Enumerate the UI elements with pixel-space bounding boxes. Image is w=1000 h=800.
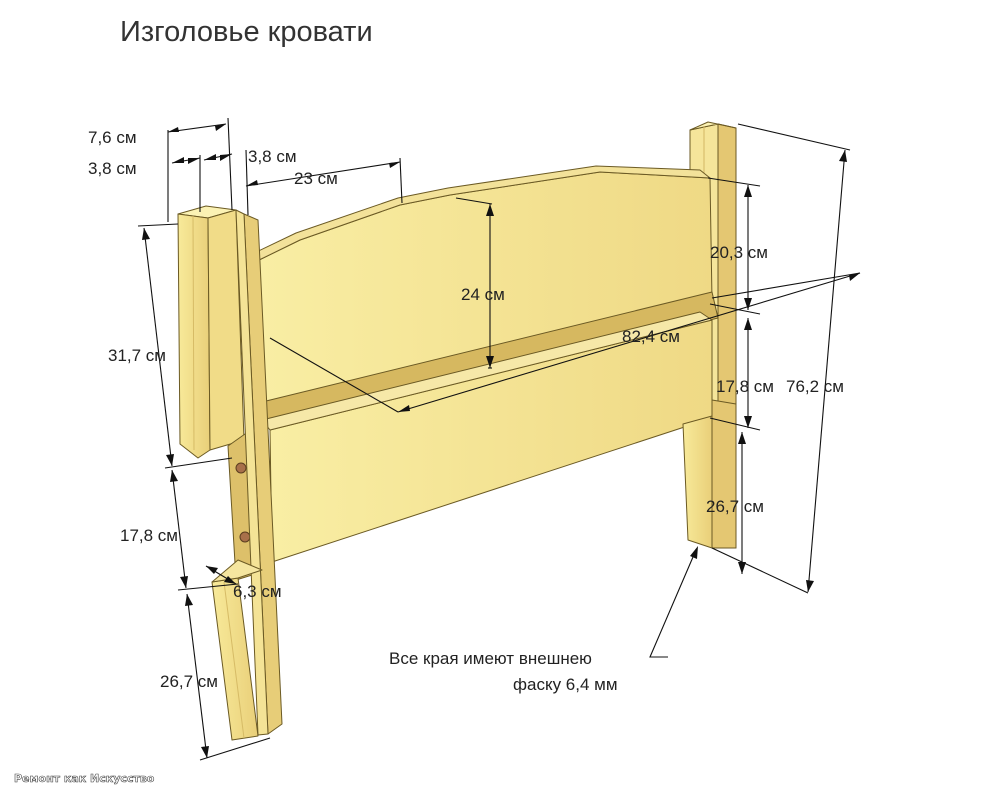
page-title: Изголовье кровати (120, 16, 373, 48)
left-post (177, 205, 283, 741)
dim-crown-rise: 20,3 см (710, 243, 768, 262)
dim-total-height: 76,2 см (786, 377, 844, 396)
right-leg (682, 399, 737, 549)
dim-panel-width: 82,4 см (622, 327, 680, 346)
dim-leg-left: 26,7 см (160, 672, 218, 691)
chamfer-note: Все края имеют внешнею фаску 6,4 мм (389, 649, 618, 694)
headboard-model (177, 121, 737, 741)
dim-panel-height: 24 см (461, 285, 505, 304)
dim-upper-post: 31,7 см (108, 346, 166, 365)
dim-notch: 6,3 см (233, 582, 282, 601)
note-line-2: фаску 6,4 мм (513, 675, 618, 694)
watermark: Ремонт как Искусство (14, 772, 155, 785)
dim-post-depth: 7,6 см (88, 128, 137, 147)
note-line-1: Все края имеют внешнею (389, 649, 592, 668)
dimension-lines (137, 117, 861, 761)
dim-rail-height-right: 17,8 см (716, 377, 774, 396)
bolt-hole (235, 462, 247, 474)
dim-rail-height-left: 17,8 см (120, 526, 178, 545)
dim-half-depth-right: 3,8 см (248, 147, 297, 166)
top-panel-crown (247, 165, 711, 263)
bolt-hole (239, 531, 251, 543)
dim-leg-right: 26,7 см (706, 497, 764, 516)
dimension-labels: 7,6 см 3,8 см 3,8 см 23 см 24 см 20,3 см… (88, 128, 844, 691)
dim-crown-offset: 23 см (294, 169, 338, 188)
dim-half-depth-left: 3,8 см (88, 159, 137, 178)
